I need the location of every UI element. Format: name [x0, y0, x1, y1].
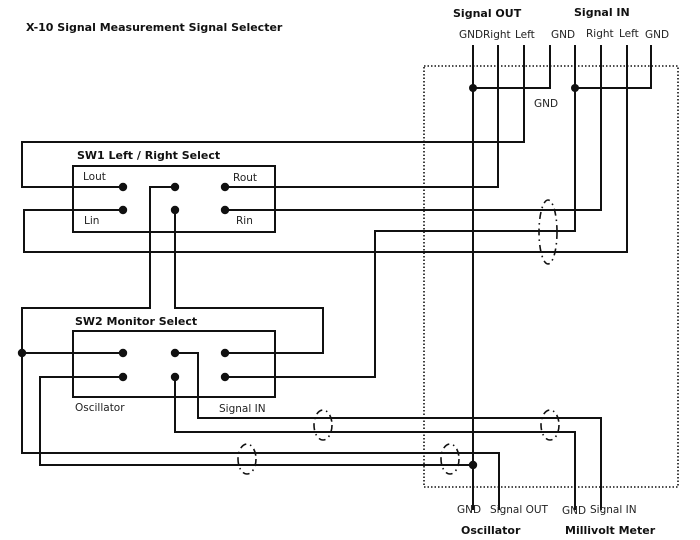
osc-signal-out-label: Signal OUT [490, 504, 549, 516]
sw1-rin-label: Rin [236, 215, 253, 227]
signal-out-left-label: Left [515, 29, 535, 41]
signal-out-left-wire [21, 45, 525, 188]
osc-gnd-junction [468, 460, 478, 470]
sw2-terminal-6 [220, 372, 230, 382]
signal-out-title: Signal OUT [453, 7, 522, 20]
sw1-in-to-sw2-wire [174, 210, 324, 354]
sw2-to-meter-gnd-wire [174, 377, 576, 510]
signal-in-gnd-label-1: GND [551, 29, 575, 41]
signal-out-gnd-bus [473, 45, 551, 89]
signal-in-gnd-bus [575, 45, 652, 89]
signal-in-right-wire [225, 45, 602, 211]
shield-marker-5 [440, 443, 460, 475]
sw2-to-meter-signal-wire [175, 352, 602, 510]
signal-in-gnd-wire [225, 45, 576, 378]
shield-marker-2 [313, 409, 333, 441]
shield-marker-4 [237, 443, 257, 475]
signal-in-left-label: Left [619, 28, 639, 40]
sw2-oscillator-label: Oscillator [75, 402, 125, 414]
sw2-title: SW2 Monitor Select [75, 315, 197, 328]
sw1-lin-terminal [118, 205, 128, 215]
sw1-rin-terminal [220, 205, 230, 215]
oscillator-title: Oscillator [461, 524, 521, 537]
shield-marker-3 [540, 409, 560, 441]
signal-in-title: Signal IN [574, 6, 630, 19]
signal-out-right-wire [225, 45, 499, 188]
sw1-lout-label: Lout [83, 171, 106, 183]
meter-signal-in-label: Signal IN [590, 504, 637, 516]
sw1-lout-terminal [118, 182, 128, 192]
diagram-title: X-10 Signal Measurement Signal Selecter [26, 21, 283, 34]
signal-out-right-label: Right [483, 29, 511, 41]
signal-in-gnd-junction [571, 84, 579, 92]
sw1-title: SW1 Left / Right Select [77, 149, 220, 162]
sw1-lin-label: Lin [84, 215, 99, 227]
osc-gnd-label: GND [457, 504, 481, 516]
sw2-signal-in-label: Signal IN [219, 403, 266, 415]
signal-out-gnd-label: GND [459, 29, 483, 41]
sw1-out-to-oscillator-wire [21, 186, 500, 510]
enclosure-outline [423, 65, 679, 488]
meter-gnd-label: GND [562, 505, 586, 517]
millivolt-meter-title: Millivolt Meter [565, 524, 656, 537]
signal-out-gnd-junction [469, 84, 477, 92]
signal-in-left-wire [23, 45, 628, 253]
gnd-note-label: GND [534, 98, 558, 110]
shield-marker-1 [538, 199, 558, 265]
osc-signal-junction [17, 348, 27, 358]
sw1-rout-label: Rout [233, 172, 257, 184]
sw1-rout-terminal [220, 182, 230, 192]
sw2-osc-gnd-wire [39, 376, 473, 466]
sw2-terminal-3 [220, 348, 230, 358]
signal-in-gnd-label-2: GND [645, 29, 669, 41]
signal-in-right-label: Right [586, 28, 614, 40]
